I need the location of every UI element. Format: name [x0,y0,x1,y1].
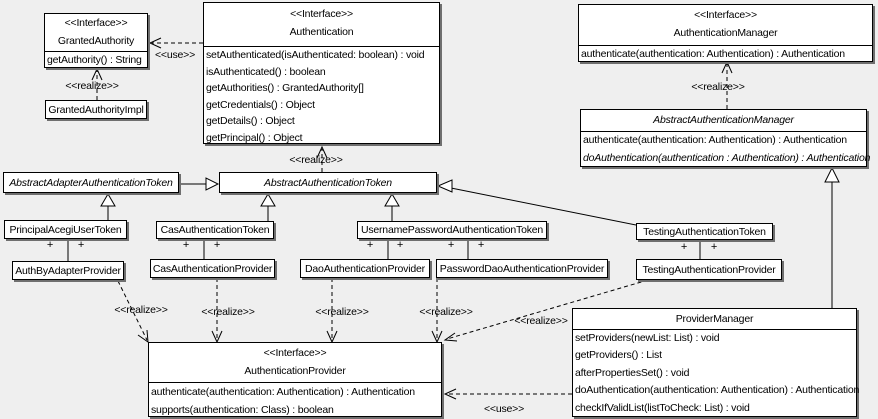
method-label: authenticate(authentication: Authenticat… [581,48,845,60]
method-label: setAuthenticated(isAuthenticated: boolea… [206,49,425,61]
method-label: checkIfValidList(listToCheck: List) : vo… [575,401,750,414]
class-auth-by-adapter-provider[interactable]: AuthByAdapterProvider [12,261,124,280]
class-principal-acegi-user-token[interactable]: PrincipalAcegiUserToken [4,220,127,239]
generalization-principal-token [100,193,116,220]
realize-label: <<realize>> [65,80,119,92]
stereotype-label: <<Interface>> [694,9,757,21]
realize-abstracttoken-authentication [316,145,328,172]
class-password-dao-authentication-provider[interactable]: PasswordDaoAuthenticationProvider [436,259,608,278]
method-label: afterPropertiesSet() : void [575,366,690,379]
method-label: supports(authentication: Class) : boolea… [151,404,334,416]
method-label: isAuthenticated() : boolean [206,65,326,78]
method-label: getProviders() : List [575,349,662,362]
class-name: GrantedAuthorityImpl [48,103,144,116]
multiplicity-label: + [366,239,374,251]
class-granted-authority-impl[interactable]: GrantedAuthorityImpl [45,100,147,119]
generalization-cas-token [260,193,276,221]
method-label: getAuthorities() : GrantedAuthority[] [206,82,364,94]
multiplicity-label: + [396,239,404,251]
multiplicity-label: + [477,239,485,251]
class-name: CasAuthenticationToken [160,224,270,236]
class-name: TestingAuthenticationProvider [642,263,776,276]
class-authentication-manager[interactable]: <<Interface>> AuthenticationManager auth… [578,4,873,62]
use-providermanager-authenticationprovider [443,388,572,400]
method-label: authenticate(authentication: Authenticat… [583,134,847,146]
class-name: PasswordDaoAuthenticationProvider [439,262,605,275]
method-label: getDetails() : Object [206,115,295,127]
multiplicity-label: + [710,241,718,253]
class-abstract-adapter-authentication-token[interactable]: AbstractAdapterAuthenticationToken [3,172,179,193]
class-name: Authentication [289,26,354,38]
class-name: AbstractAdapterAuthenticationToken [9,176,173,189]
generalization-testing-token [436,179,637,226]
multiplicity-label: + [447,239,455,251]
class-name: AuthenticationProvider [244,365,346,377]
method-label: doAuthentication(authentication : Authen… [583,151,871,164]
class-abstract-authentication-manager[interactable]: AbstractAuthenticationManager authentica… [580,109,871,167]
multiplicity-label: + [77,239,85,251]
method-label: setProviders(newList: List) : void [575,332,720,344]
class-name: CasAuthenticationProvider [152,262,273,275]
class-provider-manager[interactable]: ProviderManager setProviders(newList: Li… [572,308,860,417]
class-authentication[interactable]: <<Interface>> Authentication setAuthenti… [203,2,440,144]
stereotype-label: <<Interface>> [290,8,353,20]
method-label: doAuthentication(authentication: Authent… [575,384,860,397]
use-authentication-grantedauthority [148,37,203,49]
class-granted-authority[interactable]: <<Interface>> GrantedAuthority getAuthor… [44,13,148,68]
realize-label: <<realize>> [289,154,343,166]
multiplicity-label: + [182,239,190,251]
class-name: DaoAuthenticationProvider [305,262,425,275]
use-label: <<use>> [483,403,525,415]
generalization-adapter-token-to-abstract-token [179,177,220,191]
class-name: ProviderManager [675,313,754,325]
class-cas-authentication-token[interactable]: CasAuthenticationToken [156,221,274,239]
stereotype-label: <<Interface>> [263,347,327,359]
class-testing-authentication-token[interactable]: TestingAuthenticationToken [636,223,773,240]
generalization-provider-manager [824,166,840,308]
multiplicity-label: + [680,241,688,253]
class-username-password-authentication-token[interactable]: UsernamePasswordAuthenticationToken [357,221,547,239]
class-testing-authentication-provider[interactable]: TestingAuthenticationProvider [636,259,782,280]
class-name: TestingAuthenticationToken [643,225,766,238]
realize-label: <<realize>> [114,304,168,316]
realize-label: <<realize>> [514,315,568,327]
class-name: AbstractAuthenticationToken [264,176,392,189]
use-label: <<use>> [154,49,196,61]
realize-testingprovider [443,279,649,342]
realize-grantedauthorityimpl [91,67,103,100]
realize-label: <<realize>> [315,306,369,318]
realize-label: <<realize>> [691,81,745,93]
multiplicity-label: + [46,239,54,251]
realize-label: <<realize>> [201,306,255,318]
class-name: PrincipalAcegiUserToken [9,223,122,236]
multiplicity-label: + [213,239,221,251]
class-abstract-authentication-token[interactable]: AbstractAuthenticationToken [219,172,437,193]
stereotype-label: <<Interface>> [64,17,128,29]
class-name: AbstractAuthenticationManager [653,114,794,126]
class-name: AuthenticationManager [673,27,778,39]
generalization-username-password-token [384,193,400,221]
realize-abstractmanager-authenticationmanager [721,60,733,109]
realize-label: <<realize>> [419,306,473,318]
class-name: GrantedAuthority [57,35,135,47]
class-dao-authentication-provider[interactable]: DaoAuthenticationProvider [300,259,430,278]
method-label: authenticate(authentication: Authenticat… [151,386,415,398]
class-name: AuthByAdapterProvider [15,264,121,277]
class-authentication-provider[interactable]: <<Interface>> AuthenticationProvider aut… [148,342,442,417]
class-cas-authentication-provider[interactable]: CasAuthenticationProvider [150,259,275,278]
class-name: UsernamePasswordAuthenticationToken [360,224,544,236]
method-label: getCredentials() : Object [206,98,315,111]
method-label: getPrincipal() : Object [206,131,303,144]
method-label: getAuthority() : String [47,54,142,66]
